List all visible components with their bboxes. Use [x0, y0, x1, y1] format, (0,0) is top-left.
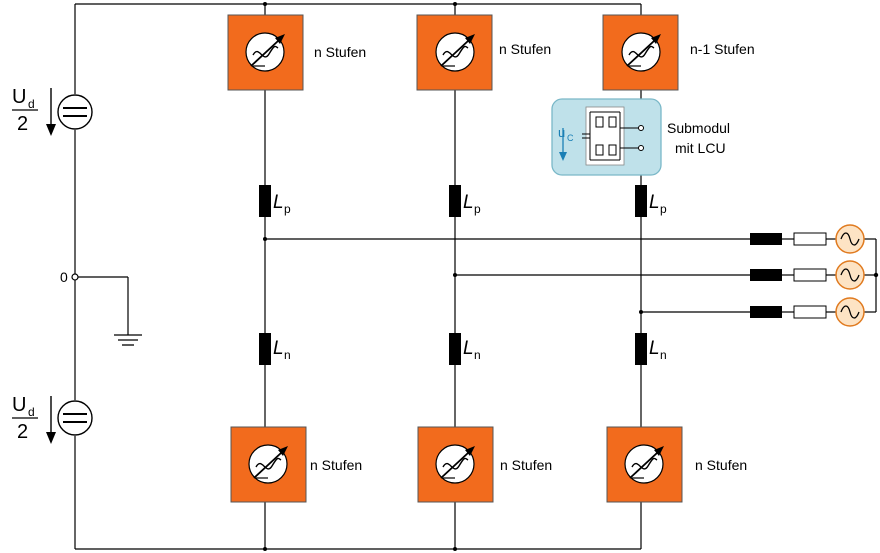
lcu-circuit-icon — [582, 106, 641, 166]
top-submodule-2: n Stufen — [416, 14, 551, 91]
zero-node: 0 — [60, 269, 79, 285]
ud-bottom-denominator: 2 — [17, 421, 28, 443]
variable-resistor-icon — [435, 32, 476, 72]
dc-source-top: U d 2 — [12, 86, 93, 136]
ac-resistor — [793, 232, 827, 246]
ac-phase-1 — [750, 224, 865, 254]
variable-resistor-icon — [621, 32, 662, 72]
bottom-submodule-2: n Stufen — [417, 426, 552, 503]
inductor-letter: L — [463, 192, 474, 213]
bottom-module-label: n Stufen — [695, 457, 747, 473]
inductor-subscript: p — [660, 202, 667, 216]
ac-source-icon — [835, 260, 865, 290]
variable-resistor-icon — [624, 444, 665, 484]
ud-top-denominator: 2 — [17, 113, 28, 135]
ud-top-subscript: d — [28, 97, 35, 111]
inductor-letter: L — [649, 192, 660, 213]
dc-source-icon — [57, 94, 93, 130]
top-module-label: n Stufen — [499, 41, 551, 57]
zero-label: 0 — [60, 269, 68, 285]
inductor-lp-3: L p — [635, 185, 667, 217]
ac-phase-3 — [750, 297, 865, 327]
ac-phase-2 — [750, 260, 865, 290]
inductor-subscript: p — [284, 202, 291, 216]
inductor-letter: L — [273, 192, 284, 213]
ud-bottom-numerator: U — [12, 394, 26, 416]
variable-resistor-icon — [248, 444, 289, 484]
top-module-label: n-1 Stufen — [690, 41, 755, 57]
inductor-letter: L — [649, 338, 660, 359]
ground-icon — [114, 334, 142, 346]
inductor-ln-2: L n — [449, 333, 481, 365]
inductor-letter: L — [273, 338, 284, 359]
inductor-ln-1: L n — [259, 333, 291, 365]
variable-resistor-icon — [435, 444, 476, 484]
bottom-submodule-3: n Stufen — [606, 426, 747, 503]
ac-inductor — [750, 269, 782, 281]
ud-top-numerator: U — [12, 86, 26, 108]
submodul-label-line2: mit LCU — [675, 140, 726, 156]
uc-subscript: C — [567, 133, 574, 143]
dc-source-icon — [57, 400, 93, 436]
variable-resistor-icon — [245, 32, 286, 72]
top-module-label: n Stufen — [314, 44, 366, 60]
ac-resistor — [793, 268, 827, 282]
ac-source-icon — [835, 297, 865, 327]
uc-label: u — [558, 125, 565, 140]
top-submodule-3: n-1 Stufen — [602, 14, 755, 91]
bottom-submodule-1: n Stufen — [230, 426, 362, 503]
inductor-subscript: n — [660, 348, 667, 362]
ac-source-icon — [835, 224, 865, 254]
dc-source-bottom: U d 2 — [12, 394, 93, 444]
inductor-ln-3: L n — [635, 333, 667, 365]
inductor-lp-1: L p — [259, 185, 291, 217]
inductor-subscript: n — [474, 348, 481, 362]
junction-dots — [263, 2, 879, 551]
ac-resistor — [793, 305, 827, 319]
lcu-submodule-box: u C — [551, 98, 662, 176]
submodul-label-line1: Submodul — [667, 120, 730, 136]
inductor-letter: L — [463, 338, 474, 359]
ac-inductor — [750, 233, 782, 245]
bottom-module-label: n Stufen — [310, 457, 362, 473]
top-submodule-1: n Stufen — [227, 14, 366, 91]
bottom-module-label: n Stufen — [500, 457, 552, 473]
inductor-subscript: n — [284, 348, 291, 362]
inductor-subscript: p — [474, 202, 481, 216]
ac-inductor — [750, 306, 782, 318]
ud-bottom-subscript: d — [28, 405, 35, 419]
inductor-lp-2: L p — [449, 185, 481, 217]
